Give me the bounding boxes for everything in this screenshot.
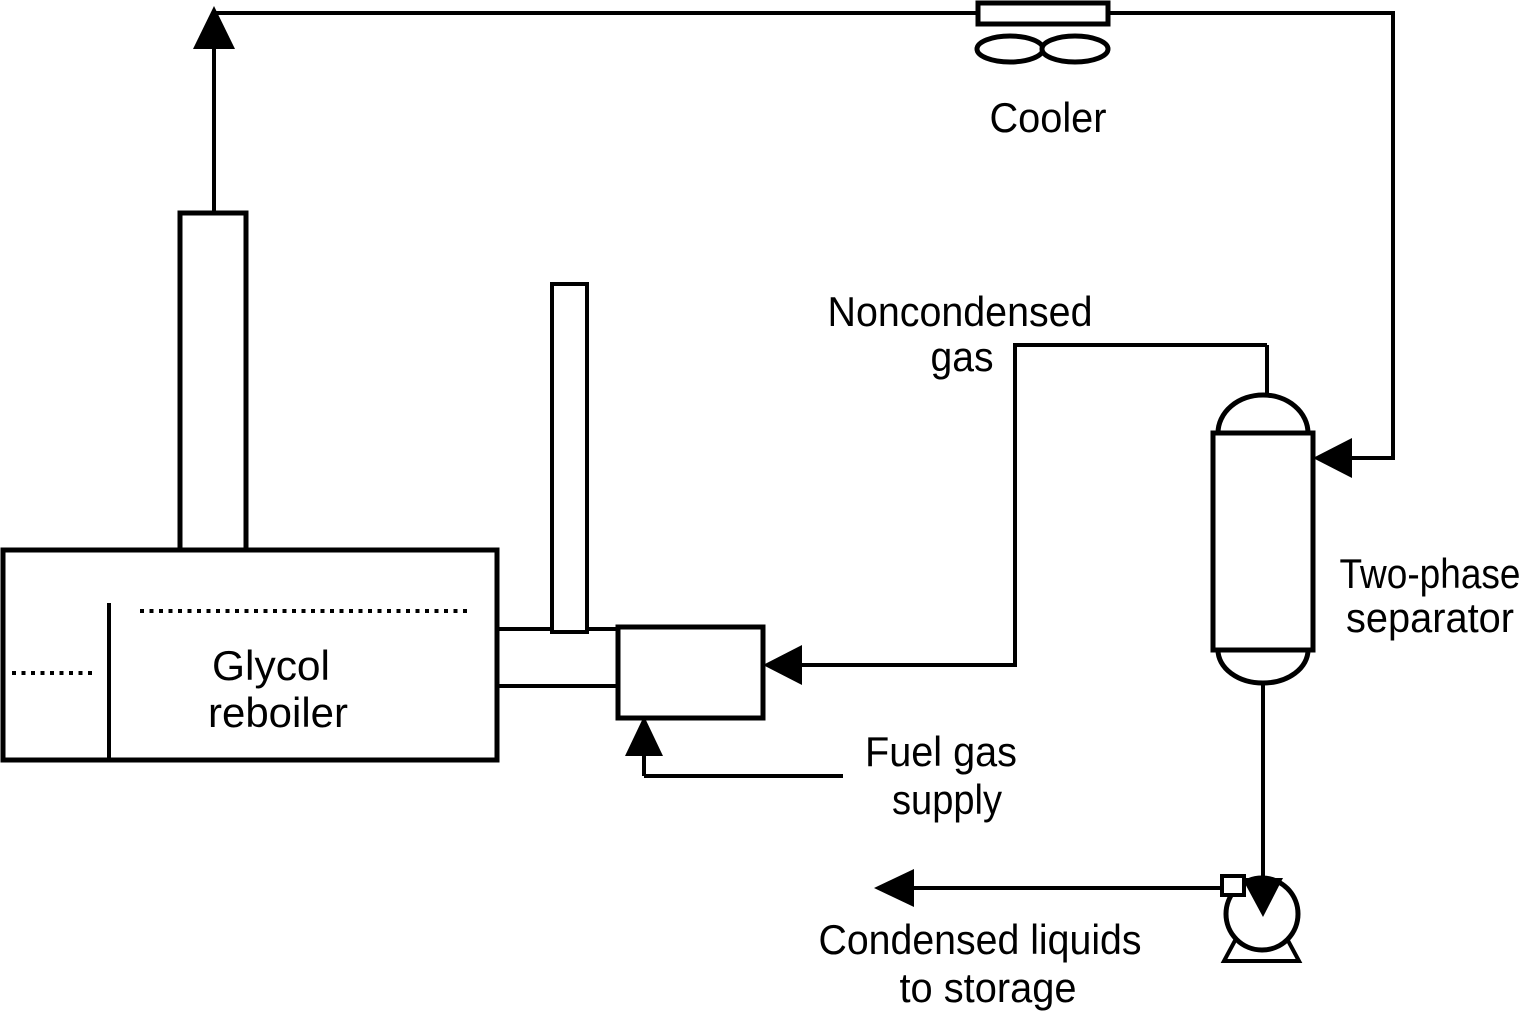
burner-stack bbox=[550, 282, 589, 634]
burner-box bbox=[615, 624, 766, 721]
fuel-gas-supply-label-line1: Fuel gas bbox=[865, 728, 1017, 775]
noncondensed-gas-label-line2: gas bbox=[931, 333, 994, 380]
cooler-fan-left-icon bbox=[974, 33, 1046, 65]
condensed-liquids-label-line2: to storage bbox=[900, 964, 1077, 1011]
separator-top-head bbox=[1215, 392, 1311, 434]
two-phase-separator-label-line2: separator bbox=[1346, 594, 1514, 641]
reboiler-vent-stack bbox=[177, 210, 249, 556]
to-storage-arrow-icon bbox=[874, 869, 914, 907]
burner-inlet-arrow-icon bbox=[763, 645, 802, 685]
two-phase-separator-label-line1: Two-phase bbox=[1340, 550, 1521, 597]
noncondensed-gas-label-line1: Noncondensed bbox=[828, 288, 1093, 335]
cooler-fan-right-icon bbox=[1039, 33, 1111, 65]
two-phase-separator-shell bbox=[1210, 430, 1316, 653]
glycol-reboiler-label-line1: Glycol bbox=[212, 642, 330, 689]
fuel-gas-supply-label-line2: supply bbox=[892, 776, 1002, 823]
glycol-reboiler-shell bbox=[0, 547, 500, 763]
pump-inlet-arrow-icon bbox=[1242, 878, 1283, 917]
separator-bottom-head bbox=[1215, 649, 1311, 686]
glycol-reboiler-label-line2: reboiler bbox=[208, 689, 348, 736]
pump-discharge-nozzle bbox=[1220, 874, 1246, 897]
fuel-gas-arrow-up-icon bbox=[625, 716, 663, 756]
vent-arrow-up-icon bbox=[193, 6, 235, 49]
cooler-tube-bundle bbox=[975, 0, 1111, 27]
condensed-liquids-label-line1: Condensed liquids bbox=[819, 916, 1142, 963]
cooler-label: Cooler bbox=[990, 94, 1107, 141]
separator-inlet-arrow-icon bbox=[1313, 438, 1352, 478]
